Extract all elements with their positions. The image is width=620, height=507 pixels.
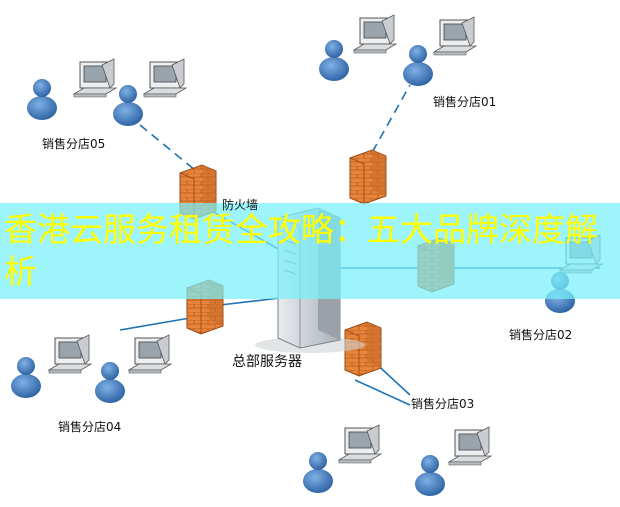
firewall-label: 防火墙	[222, 198, 259, 212]
branch05-group	[27, 58, 187, 126]
branch02-label: 销售分店02	[509, 328, 573, 342]
branch04-label: 销售分店04	[58, 420, 122, 434]
branch01-label: 销售分店01	[433, 95, 497, 109]
title-banner	[0, 203, 620, 299]
link-branch05	[139, 124, 196, 171]
firewall-icon-topright	[349, 149, 387, 205]
branch01-group	[319, 14, 477, 86]
branch04-group	[11, 334, 172, 403]
banner-title: 香港云服务租赁全攻略：五大品牌深度解析	[4, 210, 598, 291]
link-branch03-lower	[354, 379, 411, 406]
branch05-label: 销售分店05	[42, 137, 106, 151]
branch03-label: 销售分店03	[411, 397, 475, 411]
link-branch04-server	[219, 297, 281, 306]
branch03-group	[303, 424, 492, 496]
link-branch04	[119, 317, 191, 331]
server-label: 总部服务器	[232, 354, 302, 370]
